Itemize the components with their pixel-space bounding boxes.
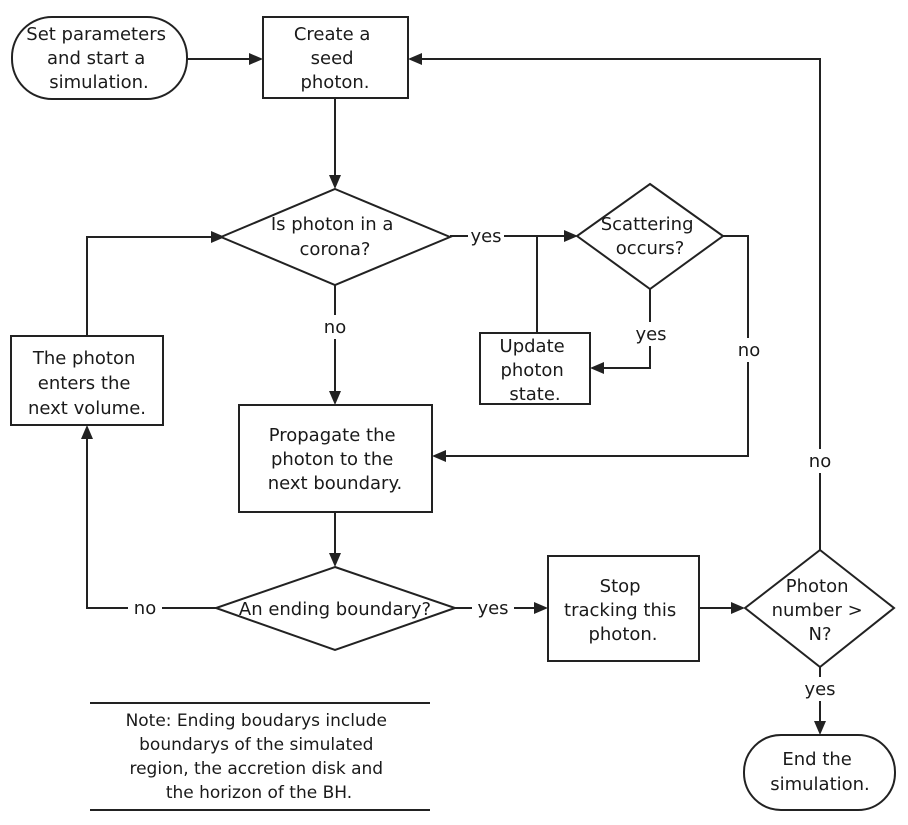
corona-text: Is photon in a corona? <box>271 214 399 260</box>
stop-process-box <box>547 555 700 662</box>
arrowhead-ending-top <box>329 553 341 567</box>
update-process-box <box>479 332 591 405</box>
stop-text: Stop tracking this photon. <box>564 576 682 645</box>
arrowhead-seed-right <box>408 53 422 65</box>
propagate-text: Propagate the photon to the next boundar… <box>268 425 403 494</box>
label-number-yes: yes <box>804 679 835 700</box>
arrowhead-enters-bottom <box>81 425 93 439</box>
edge-scatter-yes <box>603 289 651 369</box>
arrowhead-corona-left <box>211 231 225 243</box>
arrowhead-propagate-top <box>329 391 341 405</box>
propagate-process-box <box>238 404 433 513</box>
seed-process-box <box>262 16 409 99</box>
arrowhead-seed-left <box>249 53 263 65</box>
label-scatter-yes: yes <box>635 324 666 345</box>
start-node: Set parameters and start a simulation. <box>11 16 188 100</box>
arrowhead-propagate-right <box>432 450 446 462</box>
scattering-text: Scattering occurs? <box>601 214 700 259</box>
edge-ending-no <box>86 438 217 609</box>
arrowheads <box>81 53 826 735</box>
arrowhead-end-top <box>814 721 826 735</box>
number-node: Photon number > N? <box>743 548 896 669</box>
scattering-decision-diamond <box>575 182 725 291</box>
scattering-node: Scattering occurs? <box>575 182 725 291</box>
arrowhead-corona-top <box>329 175 341 189</box>
edge-number-no <box>420 58 821 550</box>
note: Note: Ending boudarys include boundarys … <box>90 702 430 811</box>
label-ending-no: no <box>134 598 156 619</box>
arrowhead-number-left <box>731 602 745 614</box>
arrowhead-scatter-left <box>564 230 578 242</box>
ending-decision-diamond <box>212 565 459 652</box>
enters-node: The photon enters the next volume. <box>10 335 164 426</box>
number-decision-diamond <box>743 548 896 669</box>
seed-node: Create a seed photon. <box>262 16 409 99</box>
note-text: Note: Ending boudarys include boundarys … <box>126 711 393 803</box>
start-terminal-shape <box>11 16 188 100</box>
seed-text: Create a seed photon. <box>294 24 376 93</box>
label-corona-yes: yes <box>470 226 501 247</box>
ending-text: An ending boundary? <box>239 599 431 620</box>
edge-enters-to-corona <box>86 236 212 336</box>
connectors <box>86 58 821 722</box>
edge-labels: yes no yes no no yes no yes <box>128 224 841 701</box>
end-text: End the simulation. <box>770 749 870 795</box>
corona-node: Is photon in a corona? <box>218 187 453 287</box>
arrowhead-stop-left <box>534 602 548 614</box>
corona-decision-diamond <box>218 187 453 287</box>
propagate-node: Propagate the photon to the next boundar… <box>238 404 433 513</box>
ending-node: An ending boundary? <box>212 565 459 652</box>
label-scatter-no: no <box>738 340 760 361</box>
label-number-no: no <box>809 451 831 472</box>
arrowhead-update-right <box>590 362 604 374</box>
update-node: Update photon state. <box>479 332 591 405</box>
start-text: Set parameters and start a simulation. <box>26 24 171 93</box>
enters-process-box <box>10 335 164 426</box>
label-ending-yes: yes <box>477 598 508 619</box>
enters-text: The photon enters the next volume. <box>28 348 146 419</box>
update-text: Update photon state. <box>500 336 571 405</box>
end-terminal-shape <box>743 734 896 811</box>
number-text: Photon number > N? <box>772 576 869 645</box>
stop-node: Stop tracking this photon. <box>547 555 700 662</box>
label-corona-no: no <box>324 317 346 338</box>
end-node: End the simulation. <box>743 734 896 811</box>
